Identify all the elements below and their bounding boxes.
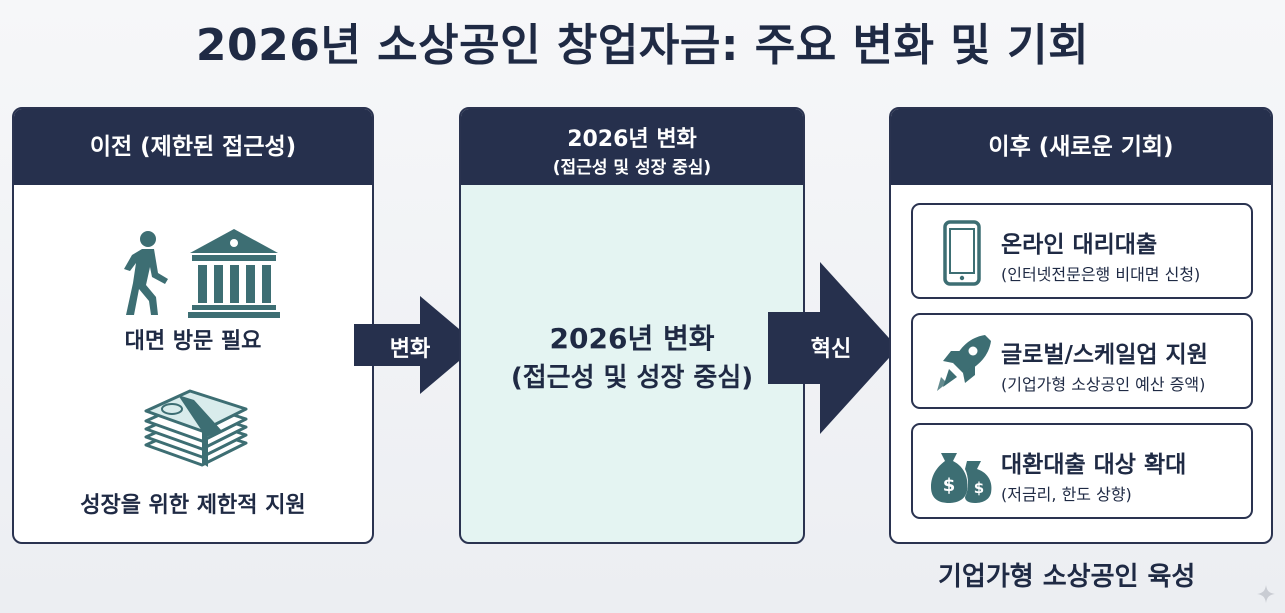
after-panel-header: 이후 (새로운 기회): [891, 109, 1271, 185]
after-panel: 이후 (새로운 기회) 온라인 대리대출 (인터넷전문은행 비대면 신청) 글로…: [889, 107, 1273, 544]
money-bags-icon: $ $: [931, 453, 992, 503]
change-body-title: 2026년 변화: [549, 322, 715, 355]
before-panel: 이전 (제한된 접근성) 대면 방문 필요: [12, 107, 374, 544]
change-panel-header: 2026년 변화 (접근성 및 성장 중심): [461, 109, 803, 185]
arrow-label-change: 변화: [389, 337, 431, 362]
smartphone-icon: [943, 220, 981, 286]
money-stack-icon: [144, 389, 248, 467]
card-subtitle: (인터넷전문은행 비대면 신청): [1001, 265, 1201, 284]
sparkle-icon: [1257, 585, 1275, 603]
card-title: 대환대출 대상 확대: [1001, 452, 1187, 478]
bottom-caption: 기업가형 소상공인 육성: [938, 562, 1196, 592]
opportunity-card-refinancing: $ $ 대환대출 대상 확대 (저금리, 한도 상향): [911, 423, 1253, 519]
change-body-subtitle: (접근성 및 성장 중심): [510, 363, 754, 393]
card-title: 글로벌/스케일업 지원: [1001, 342, 1208, 368]
card-subtitle: (기업가형 소상공인 예산 증액): [1001, 375, 1206, 394]
svg-text:$: $: [943, 475, 956, 496]
change-panel: 2026년 변화 (접근성 및 성장 중심) 2026년 변화 (접근성 및 성…: [459, 107, 805, 544]
change-header-subtitle: (접근성 및 성장 중심): [552, 158, 712, 178]
arrow-label-innovation: 혁신: [810, 337, 852, 362]
before-item-label-visit: 대면 방문 필요: [124, 329, 262, 354]
card-subtitle: (저금리, 한도 상향): [1001, 485, 1132, 504]
change-header-title: 2026년 변화: [567, 127, 697, 152]
opportunity-card-online-loan: 온라인 대리대출 (인터넷전문은행 비대면 신청): [911, 203, 1253, 299]
walking-person-bank-icon: [124, 229, 280, 318]
opportunity-card-global-support: 글로벌/스케일업 지원 (기업가형 소상공인 예산 증액): [911, 313, 1253, 409]
svg-text:$: $: [974, 479, 984, 497]
rocket-icon: [937, 335, 991, 391]
card-title: 온라인 대리대출: [1001, 232, 1158, 258]
page-title: 2026년 소상공인 창업자금: 주요 변화 및 기회: [195, 20, 1090, 71]
before-panel-header: 이전 (제한된 접근성): [14, 109, 372, 185]
transition-arrow-icon: [354, 296, 478, 394]
before-item-label-support: 성장을 위한 제한적 지원: [80, 493, 306, 518]
innovation-arrow-icon: [768, 262, 898, 434]
